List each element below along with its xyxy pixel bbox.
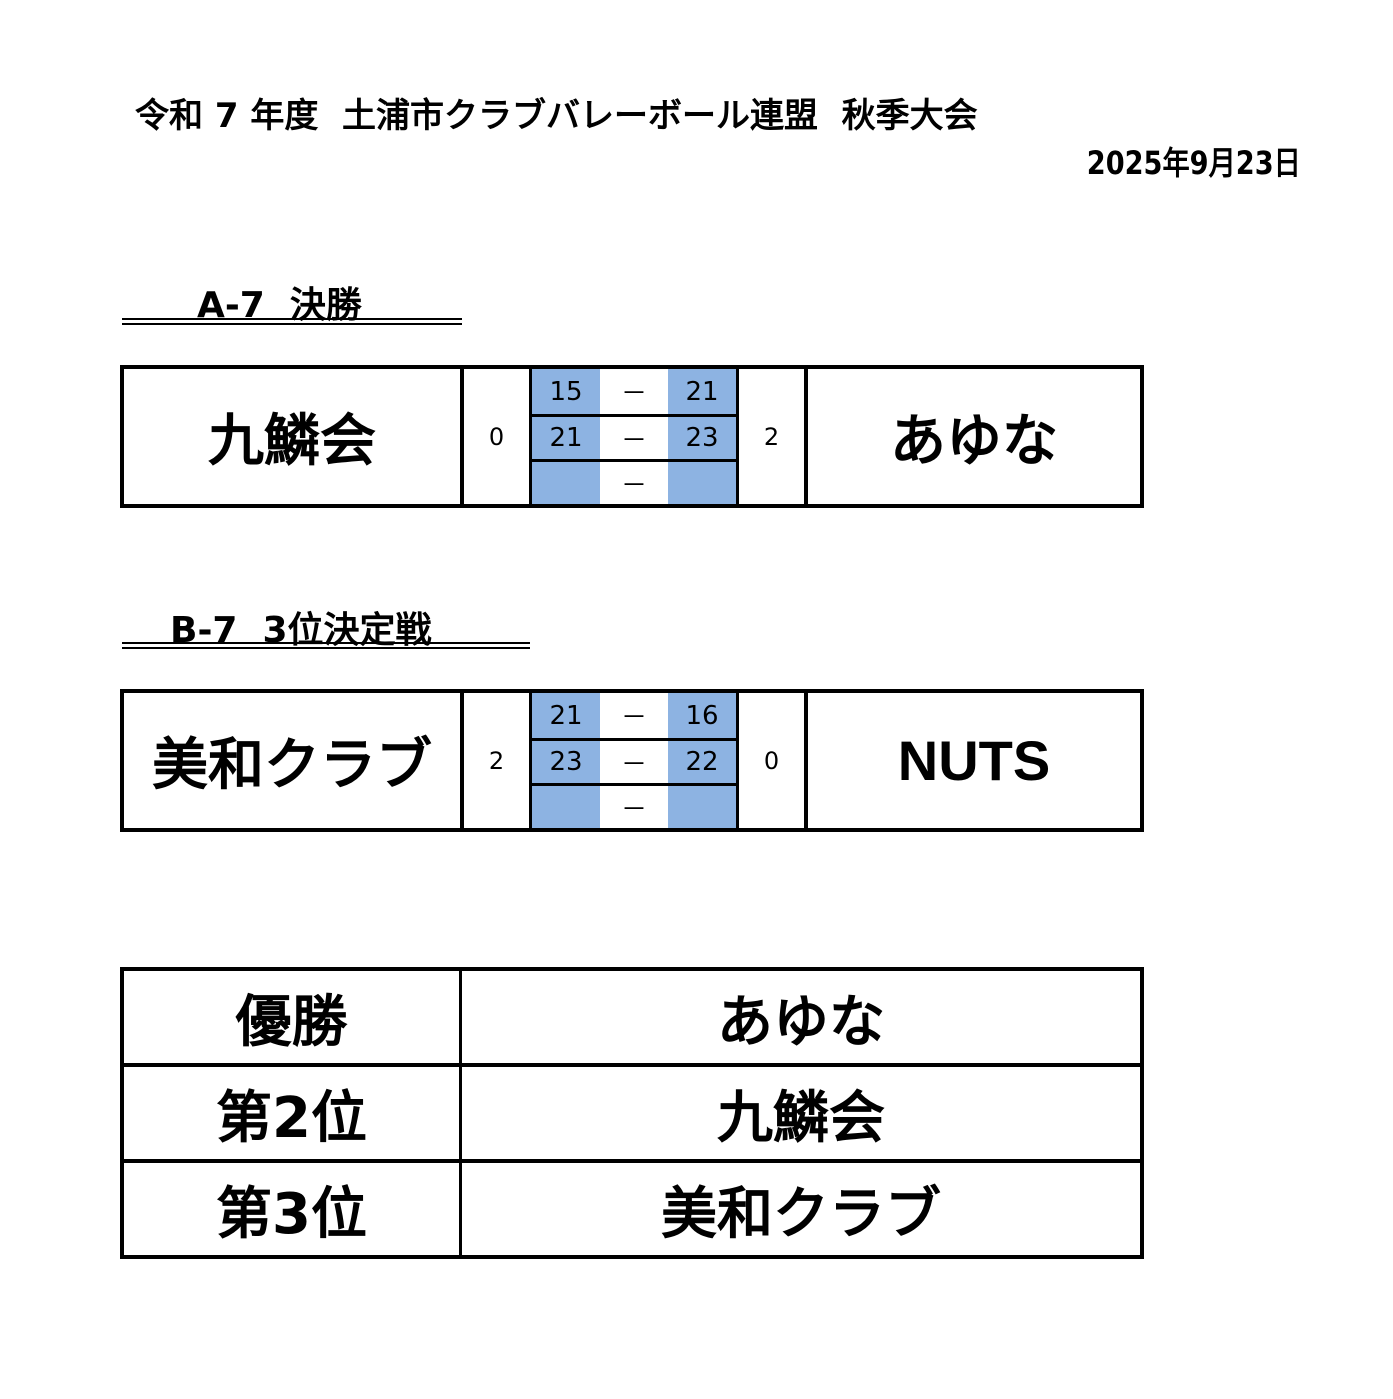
set-row: 21 － 23 — [532, 414, 736, 459]
set-row: 23 － 22 — [532, 738, 736, 783]
set-scores: 21 － 16 23 － 22 － — [532, 693, 736, 828]
score-dash: － — [620, 749, 647, 780]
set-scores: 15 － 21 21 － 23 － — [532, 369, 736, 504]
score-left — [532, 462, 600, 504]
sets-won-right: 0 — [736, 693, 804, 828]
place-label: 第2位 — [124, 1067, 462, 1159]
standing-row: 第3位 美和クラブ — [124, 1159, 1140, 1255]
heading-underline — [122, 318, 462, 325]
place-label: 第3位 — [124, 1163, 462, 1255]
match-heading-third-place: B-7 3位決定戦 — [170, 610, 432, 651]
team-left: 美和クラブ — [124, 693, 464, 828]
score-right: 16 — [668, 693, 736, 738]
heading-underline — [122, 642, 530, 649]
score-right: 22 — [668, 741, 736, 783]
final-standings-table: 優勝 あゆな 第2位 九鱗会 第3位 美和クラブ — [120, 967, 1144, 1259]
place-team: あゆな — [717, 989, 885, 1055]
match-final: 九鱗会 0 15 － 21 21 － 23 － 2 あゆな — [120, 365, 1144, 508]
match-third-place: 美和クラブ 2 21 － 16 23 － 22 － 0 NUTS — [120, 689, 1144, 832]
score-left: 21 — [532, 693, 600, 738]
set-row: － — [532, 783, 736, 828]
score-right — [668, 462, 736, 504]
tournament-title: 令和 7 年度 土浦市クラブバレーボール連盟 秋季大会 — [135, 96, 978, 136]
score-dash: － — [620, 794, 647, 825]
team-right: NUTS — [804, 693, 1140, 828]
team-left: 九鱗会 — [124, 369, 464, 504]
team-right: あゆな — [804, 369, 1140, 504]
score-dash: － — [620, 425, 647, 456]
place-label: 優勝 — [124, 971, 462, 1063]
event-date: 2025年9月23日 — [1086, 144, 1301, 182]
score-dash: － — [620, 379, 647, 409]
score-dash: － — [620, 470, 647, 501]
sets-won-left: 2 — [464, 693, 532, 828]
score-left: 23 — [532, 741, 600, 783]
standing-row: 第2位 九鱗会 — [124, 1063, 1140, 1159]
score-left: 15 — [532, 369, 600, 414]
place-team: 美和クラブ — [661, 1181, 941, 1247]
score-left — [532, 786, 600, 828]
score-right — [668, 786, 736, 828]
score-right: 23 — [668, 417, 736, 459]
sets-won-left: 0 — [464, 369, 532, 504]
set-row: 15 － 21 — [532, 369, 736, 414]
sets-won-right: 2 — [736, 369, 804, 504]
set-row: － — [532, 459, 736, 504]
score-right: 21 — [668, 369, 736, 414]
score-dash: － — [620, 703, 647, 733]
set-row: 21 － 16 — [532, 693, 736, 738]
standing-row: 優勝 あゆな — [124, 971, 1140, 1063]
score-left: 21 — [532, 417, 600, 459]
place-team: 九鱗会 — [717, 1085, 885, 1151]
